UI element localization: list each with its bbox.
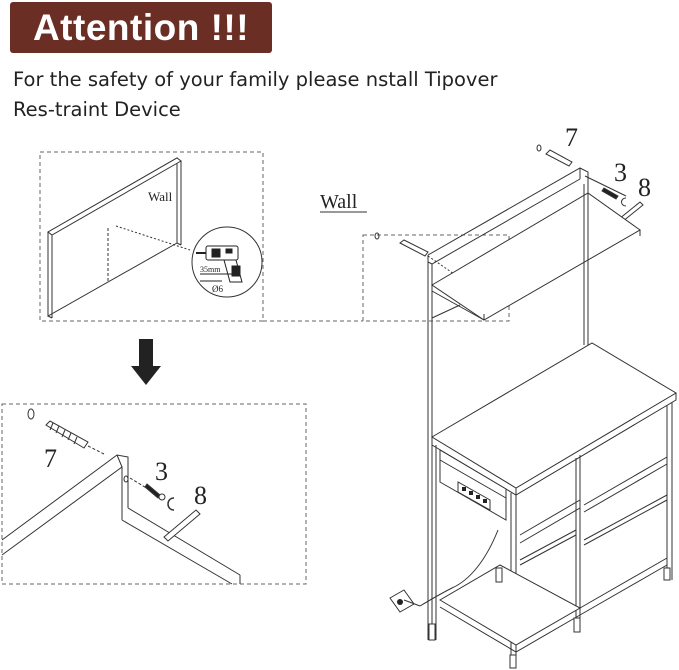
- power-outlet-icon: [457, 481, 491, 511]
- safety-note-line-1: For the safety of your family please nst…: [13, 68, 498, 91]
- attention-title: Attention !!!: [32, 6, 250, 48]
- hook-icon: [163, 497, 201, 542]
- drill-icon: [196, 245, 243, 283]
- wall-socket-icon: [389, 589, 421, 613]
- part-number-anchor-top: 7: [565, 123, 578, 152]
- screw-icon: [129, 477, 166, 501]
- part-number-hook-top: 8: [638, 173, 651, 202]
- drill-measure-label: 35mm: [200, 265, 221, 274]
- drill-detail-panel: [39, 151, 264, 322]
- wall-anchor-icon: [45, 420, 105, 455]
- wall-label-small: Wall: [148, 189, 173, 204]
- drill-diameter-label: Ø6: [212, 284, 223, 294]
- safety-note-line-2: Res-traint Device: [13, 98, 181, 121]
- part-number-screw-top: 3: [614, 158, 627, 187]
- wall-label-large: Wall: [320, 191, 358, 213]
- installed-detail-panel: [1, 403, 307, 585]
- part-number-hook-detail: 8: [194, 481, 207, 510]
- down-arrow-icon: [131, 339, 161, 385]
- part-number-anchor-detail: 7: [44, 444, 57, 473]
- attention-banner: Attention !!!: [10, 2, 272, 53]
- bakers-rack-illustration: [320, 144, 677, 669]
- part-number-screw-detail: 3: [155, 457, 168, 486]
